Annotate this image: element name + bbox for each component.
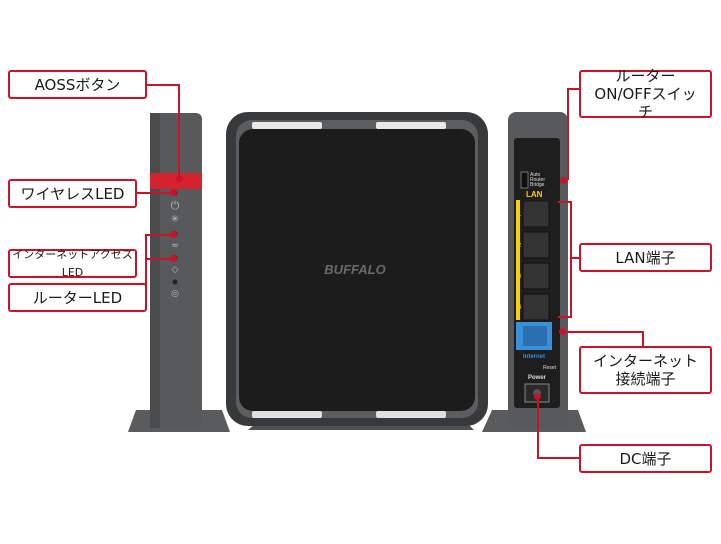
label-aoss-button: AOSSボタン: [8, 70, 147, 99]
svg-text:1: 1: [518, 212, 522, 218]
label-wireless-led: ワイヤレスLED: [8, 179, 137, 208]
aoss-button[interactable]: [150, 173, 202, 189]
svg-text:3: 3: [518, 274, 522, 280]
router-switch[interactable]: [520, 171, 529, 189]
brand-logo: BUFFALO: [324, 262, 385, 277]
label-internet-access-led: インターネットアクセスLED: [8, 248, 137, 279]
power-icon: ⏻: [171, 199, 180, 212]
svg-text:LAN: LAN: [526, 190, 543, 199]
router-front-view: BUFFALO: [226, 112, 488, 430]
security-icon: ◎: [171, 289, 179, 299]
label-dc-port: DC端子: [579, 444, 712, 473]
router-back-view: Auto Router Bridge LAN 1 2 3 4 Internet …: [482, 112, 586, 432]
svg-text:2: 2: [518, 243, 522, 249]
wireless-icon: ✳: [171, 214, 179, 225]
svg-text:Auto: Auto: [530, 172, 541, 178]
svg-text:Reset: Reset: [543, 365, 557, 371]
lan-ports: [522, 200, 550, 321]
label-internet-port: インターネット 接続端子: [579, 346, 712, 394]
svg-text:Bridge: Bridge: [530, 182, 545, 188]
router-icon: ◇: [172, 265, 179, 275]
svg-text:Router: Router: [530, 177, 545, 183]
svg-text:Power: Power: [528, 375, 547, 381]
svg-text:4: 4: [518, 305, 522, 311]
internet-icon: ≈: [171, 241, 179, 251]
svg-text:Internet: Internet: [523, 354, 545, 360]
label-lan-port: LAN端子: [579, 243, 712, 272]
router-side-view: ⏻ ✳ ≈ ◇ ◎: [128, 113, 230, 432]
label-router-led: ルーターLED: [8, 283, 147, 312]
label-router-switch: ルーター ON/OFFスイッチ: [579, 67, 712, 121]
